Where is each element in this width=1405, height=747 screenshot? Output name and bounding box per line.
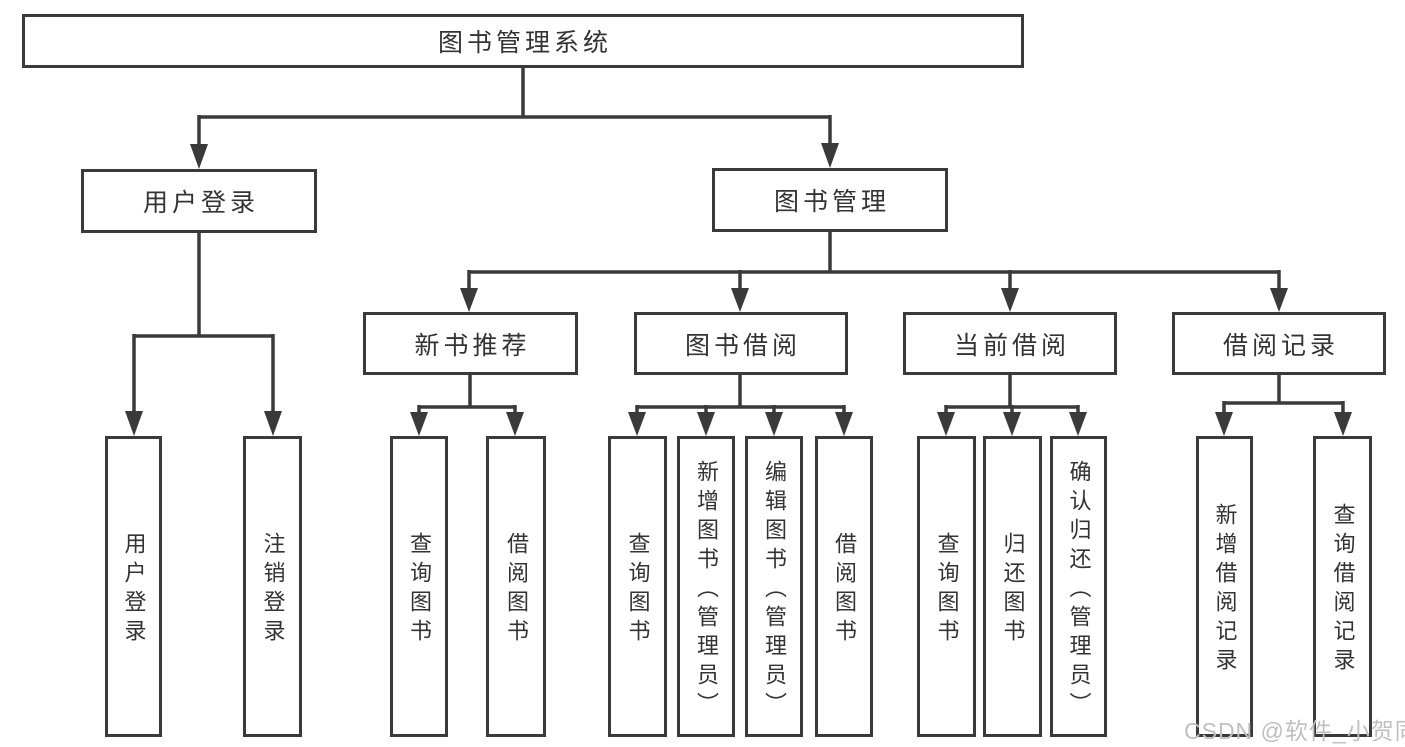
node-user-login: 用户登录 [81, 169, 317, 233]
node-label: 归还图书 [1000, 532, 1026, 648]
node-label: 用户登录 [121, 532, 147, 648]
node-book-borrowing: 图书借阅 [634, 312, 848, 375]
leaf-add-borrow-record: 新增借阅记录 [1196, 436, 1253, 737]
leaf-confirm-return-admin: 确认归还（管理员） [1050, 436, 1107, 737]
leaf-logout: 注销登录 [243, 436, 302, 737]
node-current-borrowing: 当前借阅 [903, 312, 1117, 375]
node-label: 借阅记录 [1222, 331, 1339, 360]
leaf-borrow-books: 借阅图书 [486, 436, 546, 737]
node-borrowing-records: 借阅记录 [1172, 312, 1386, 375]
node-label: 用户登录 [142, 189, 259, 217]
node-library-system: 图书管理系统 [22, 14, 1024, 68]
leaf-borrow-books: 借阅图书 [815, 436, 873, 737]
leaf-query-books: 查询图书 [608, 436, 667, 737]
leaf-add-books-admin: 新增图书（管理员） [677, 436, 735, 737]
leaf-user-login: 用户登录 [105, 436, 162, 737]
node-label: 注销登录 [260, 532, 286, 648]
leaf-query-books: 查询图书 [917, 436, 976, 737]
node-book-management: 图书管理 [712, 168, 948, 232]
node-label: 新增图书（管理员） [694, 459, 719, 721]
node-label: 借阅图书 [832, 532, 857, 648]
node-label: 查询图书 [625, 532, 651, 648]
node-label: 新书推荐 [414, 331, 531, 360]
node-label: 查询借阅记录 [1330, 503, 1356, 677]
node-label: 编辑图书（管理员） [762, 459, 787, 721]
node-label: 查询图书 [407, 532, 432, 648]
node-new-book-recommend: 新书推荐 [363, 312, 578, 375]
node-label: 借阅图书 [504, 532, 529, 648]
node-label: 新增借阅记录 [1212, 503, 1238, 677]
node-label: 图书管理系统 [437, 29, 612, 57]
leaf-query-borrow-record: 查询借阅记录 [1313, 436, 1372, 737]
node-label: 查询图书 [934, 532, 960, 648]
node-label: 图书管理 [773, 188, 890, 216]
node-label: 图书借阅 [684, 331, 801, 360]
node-label: 当前借阅 [953, 331, 1070, 360]
watermark: CSDN @软件_小贺同学 [1184, 718, 1405, 744]
leaf-query-books: 查询图书 [390, 436, 448, 737]
leaf-return-books: 归还图书 [983, 436, 1042, 737]
node-label: 确认归还（管理员） [1066, 459, 1092, 721]
leaf-edit-books-admin: 编辑图书（管理员） [745, 436, 803, 737]
